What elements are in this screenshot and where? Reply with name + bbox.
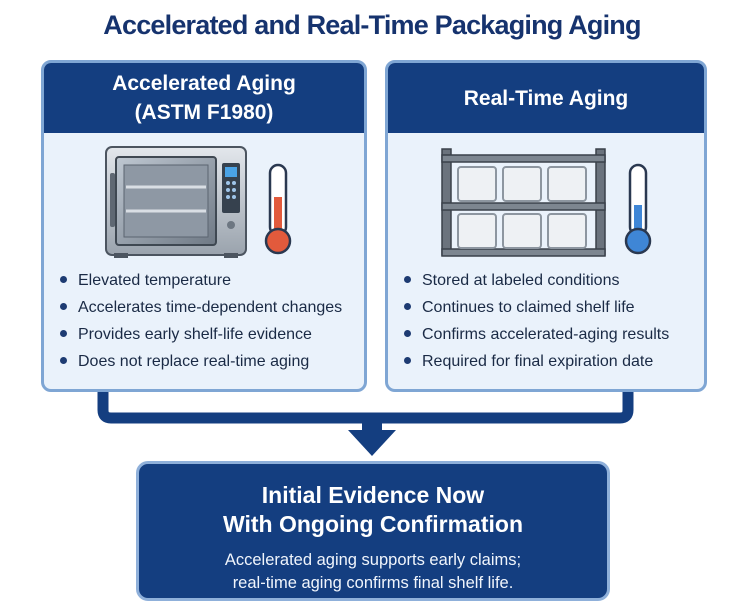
- real-time-aging-illustration: [441, 148, 652, 257]
- list-item: Continues to claimed shelf life: [404, 294, 669, 321]
- list-item: Provides early shelf-life evidence: [60, 321, 342, 348]
- accelerated-aging-bullets: Elevated temperature Accelerates time-de…: [60, 267, 342, 375]
- cool-thermometer-icon: [624, 163, 652, 255]
- bullet-dot-icon: [60, 303, 67, 311]
- bullet-dot-icon: [60, 330, 67, 338]
- bullet-dot-icon: [404, 330, 411, 338]
- astm-standard-label: (ASTM F1980): [134, 101, 274, 124]
- summary-heading: Initial Evidence Now With Ongoing Confir…: [222, 482, 523, 537]
- summary-text: Accelerated aging supports early claims;…: [224, 551, 522, 592]
- real-time-aging-bullets: Stored at labeled conditions Continues t…: [404, 267, 669, 375]
- summary-box: Initial Evidence Now With Ongoing Confir…: [136, 461, 610, 601]
- bullet-dot-icon: [60, 357, 67, 365]
- down-arrow-icon: [348, 430, 396, 456]
- list-item: Required for final expiration date: [404, 348, 669, 375]
- real-time-aging-title: Real-Time Aging: [463, 86, 629, 110]
- bullet-dot-icon: [404, 357, 411, 365]
- real-time-aging-header: Real-Time Aging: [388, 63, 704, 133]
- accelerated-aging-title: Accelerated Aging: [112, 72, 296, 95]
- bullet-dot-icon: [60, 276, 67, 284]
- accelerated-aging-panel: Accelerated Aging (ASTM F1980): [41, 60, 367, 392]
- aging-chamber-icon: [105, 146, 247, 258]
- real-time-aging-panel: Real-Time Aging Stored at labeled condit…: [385, 60, 707, 392]
- list-item: Accelerates time-dependent changes: [60, 294, 342, 321]
- accelerated-aging-header: Accelerated Aging (ASTM F1980): [44, 63, 364, 133]
- accelerated-aging-illustration: [105, 146, 292, 258]
- hot-thermometer-icon: [264, 163, 292, 255]
- list-item: Stored at labeled conditions: [404, 267, 669, 294]
- list-item: Does not replace real-time aging: [60, 348, 342, 375]
- list-item: Elevated temperature: [60, 267, 342, 294]
- list-item: Confirms accelerated-aging results: [404, 321, 669, 348]
- bullet-dot-icon: [404, 276, 411, 284]
- page-title: Accelerated and Real-Time Packaging Agin…: [103, 10, 641, 40]
- bullet-dot-icon: [404, 303, 411, 311]
- merge-arrow-connector: [97, 386, 634, 456]
- storage-shelf-icon: [441, 148, 606, 257]
